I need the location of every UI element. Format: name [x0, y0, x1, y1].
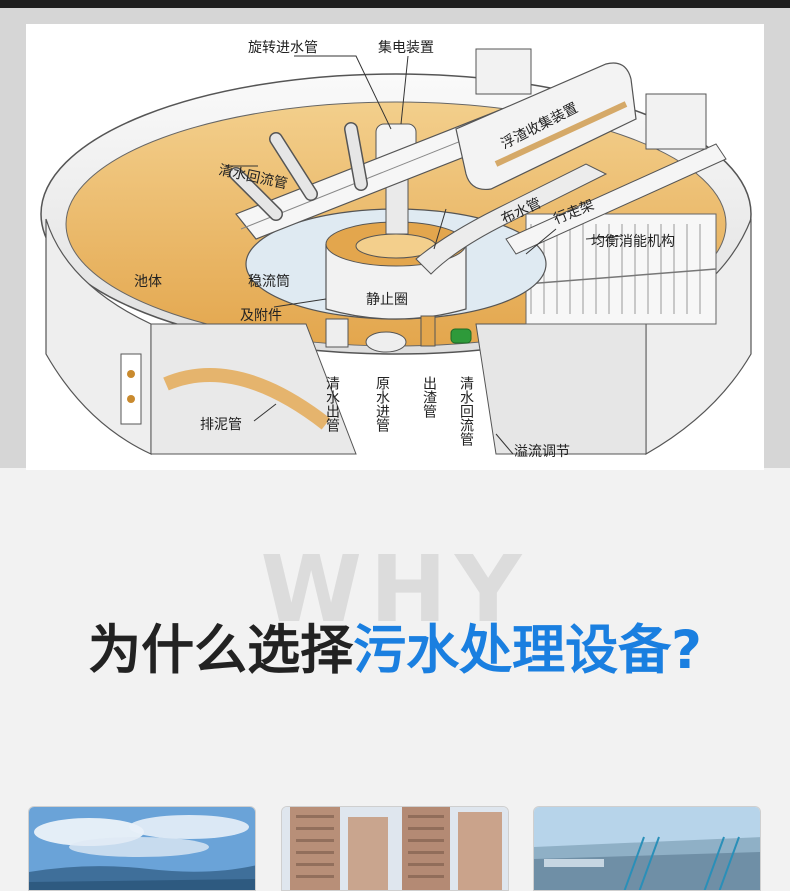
label-balance: 均衡消能机构: [591, 234, 675, 250]
label-stabilizer-2: 及附件: [240, 308, 282, 324]
label-sludge: 排泥管: [200, 417, 242, 433]
clear-out-pipe: [325, 318, 349, 348]
thumb-river-landscape[interactable]: [28, 806, 256, 891]
return-pipe-green: [450, 328, 472, 344]
label-raw-in: 原水进管: [374, 376, 390, 432]
raw-in-pipe: [365, 331, 407, 353]
walking-frame: [505, 143, 727, 255]
slag-out-pipe: [420, 315, 436, 347]
label-collector: 集电装置: [378, 39, 434, 56]
hero-panel: 旋转进水管 集电装置 浮渣收集装置 清水回流管 布水管 行走架 均衡消能机构 池…: [0, 8, 790, 470]
distributor-pipe: [415, 163, 608, 275]
label-stabilizer-1: 稳流筒: [248, 273, 290, 290]
headline-dark: 为什么选择: [88, 620, 354, 681]
label-slag-out: 出渣管: [421, 376, 437, 418]
headline-blue: 污水处理设备?: [353, 620, 702, 681]
cutaway-right: [475, 323, 647, 455]
thumbnail-row: [28, 806, 762, 891]
label-rotating-inlet: 旋转进水管: [248, 40, 318, 56]
scum-drive: [475, 48, 532, 95]
label-tank: 池体: [134, 274, 162, 290]
scum-trough: [494, 101, 628, 167]
label-still-ring: 静止圈: [366, 292, 408, 308]
leader-lines: [226, 55, 623, 455]
equipment-diagram: 旋转进水管 集电装置 浮渣收集装置 清水回流管 布水管 行走架 均衡消能机构 池…: [40, 39, 752, 460]
why-watermark: WHY: [260, 536, 530, 643]
top-bar: [0, 0, 790, 8]
label-overflow: 溢流调节: [514, 444, 570, 460]
valve-icon: [127, 395, 135, 403]
label-clear-return-bottom: 清水回流管: [458, 376, 474, 446]
valve-icon: [127, 370, 135, 378]
equipment-diagram-card: 旋转进水管 集电装置 浮渣收集装置 清水回流管 布水管 行走架 均衡消能机构 池…: [26, 24, 764, 470]
sludge-layer: [163, 368, 331, 430]
drive-unit: [645, 93, 707, 150]
scum-collector: [455, 62, 637, 191]
thumb-city-buildings[interactable]: [281, 806, 509, 891]
thumb-treatment-plant[interactable]: [533, 806, 761, 891]
label-clear-out: 清水出管: [324, 376, 340, 432]
section-headline: 为什么选择污水处理设备?: [0, 616, 790, 686]
sludge-window: [120, 353, 142, 425]
